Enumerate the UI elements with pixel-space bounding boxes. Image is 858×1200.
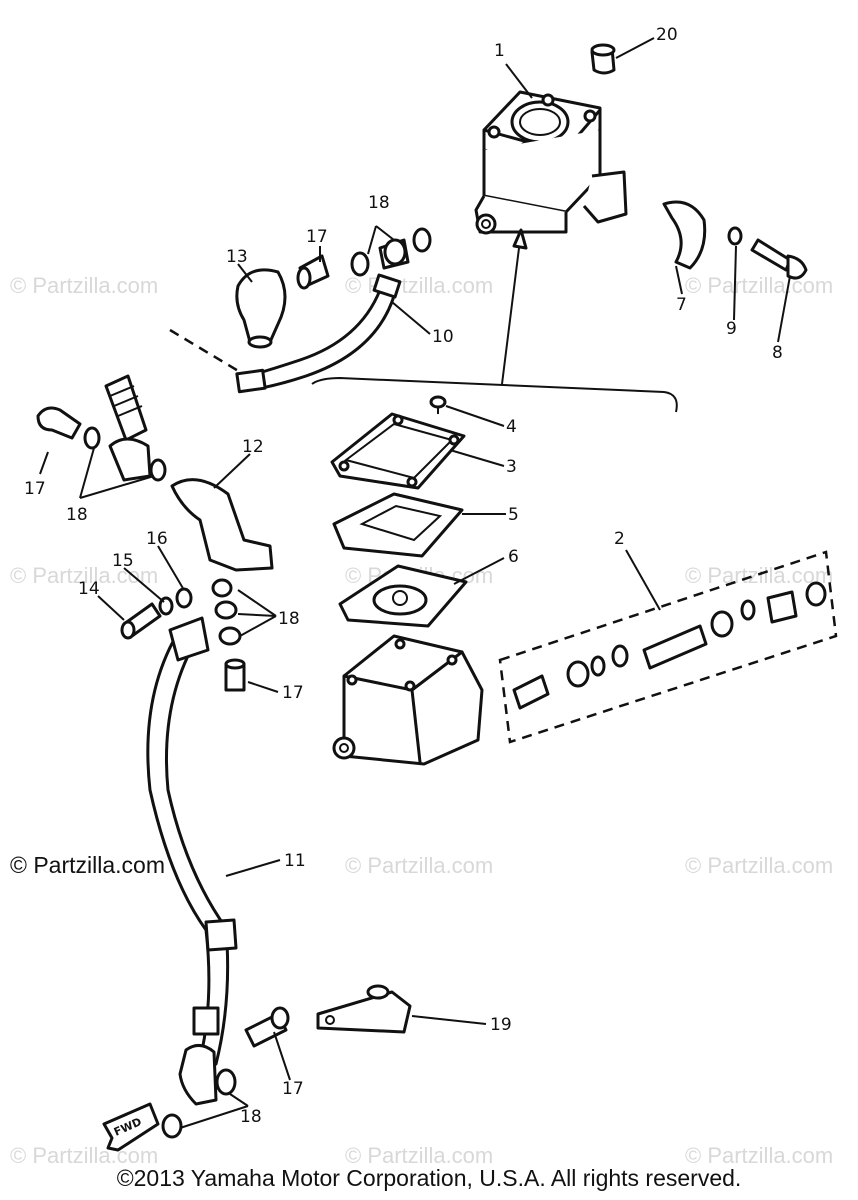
copyright-notice: ©2013 Yamaha Motor Corporation, U.S.A. A… (116, 1165, 742, 1191)
callout-13: 13 (226, 247, 248, 267)
part-19-switch-arm (316, 984, 412, 1034)
part-1-master-cylinder-exploded (332, 634, 484, 766)
callout-12: 12 (242, 437, 264, 457)
part-12-fitting (170, 478, 274, 572)
callout-20: 20 (656, 25, 678, 45)
part-8-bolt (750, 238, 808, 280)
callout-17-lower: 17 (282, 1079, 304, 1099)
watermark: © Partzilla.com (345, 853, 493, 878)
part-17-bolt-lower (244, 1006, 290, 1048)
watermark: © Partzilla.com (10, 273, 158, 298)
part-1-master-cylinder (474, 90, 628, 235)
part-17-bolt-mid (224, 658, 246, 692)
watermark: © Partzilla.com (345, 273, 493, 298)
part-18-washers-mid (211, 578, 242, 646)
callout-14: 14 (78, 579, 100, 599)
part-7-clamp (662, 200, 707, 270)
callout-17-left: 17 (24, 479, 46, 499)
part-16-grommet (175, 587, 193, 609)
part-2-piston-kit (498, 550, 838, 744)
leader-lines (39, 37, 791, 1129)
watermark: © Partzilla.com (685, 1143, 833, 1168)
assembly-bracket (311, 228, 678, 413)
part-9-washer (727, 226, 743, 246)
part-18-washers-upper (350, 227, 432, 277)
part-3-cap (330, 412, 466, 490)
part-6-diaphragm (338, 564, 468, 628)
callout-1: 1 (494, 41, 505, 61)
watermark: © Partzilla.com (345, 0, 493, 3)
callout-3: 3 (506, 457, 517, 477)
part-18-washers-lower (161, 1068, 237, 1139)
part-10-hose (169, 273, 402, 394)
callout-17-upper: 17 (306, 227, 328, 247)
part-20-cap (590, 43, 616, 75)
callout-5: 5 (508, 505, 519, 525)
callout-15: 15 (112, 551, 134, 571)
part-17-bolt-left (36, 406, 82, 440)
watermark: © Partzilla.com (10, 1143, 158, 1168)
callout-9: 9 (726, 319, 737, 339)
part-5-diaphragm-plate (332, 492, 464, 558)
callout-11: 11 (284, 851, 306, 871)
callout-18-lower: 18 (240, 1107, 262, 1127)
callout-19: 19 (490, 1015, 512, 1035)
watermark: © Partzilla.com (685, 0, 833, 3)
watermark: © Partzilla.com (345, 1143, 493, 1168)
callout-8: 8 (772, 343, 783, 363)
callout-2: 2 (614, 529, 625, 549)
callout-18-left: 18 (66, 505, 88, 525)
part-14-bolt (120, 602, 162, 640)
callout-4: 4 (506, 417, 517, 437)
callout-17-mid: 17 (282, 683, 304, 703)
part-4-screw (429, 395, 447, 414)
part-11-brake-hose (146, 616, 238, 1106)
switch-banjo (104, 374, 152, 482)
callout-7: 7 (676, 295, 687, 315)
fwd-arrow: FWD (102, 1102, 160, 1152)
callout-10: 10 (432, 327, 454, 347)
part-17-bolt-upper (296, 254, 330, 290)
callout-18-upper: 18 (368, 193, 390, 213)
part-13-boot (235, 268, 287, 349)
watermark: © Partzilla.com (685, 853, 833, 878)
watermark: © Partzilla.com (685, 273, 833, 298)
callout-18-mid: 18 (278, 609, 300, 629)
callout-numbers: 1 2 3 4 5 6 7 8 9 10 11 12 13 14 15 16 1… (24, 25, 783, 1127)
callout-6: 6 (508, 547, 519, 567)
watermark-main: © Partzilla.com (10, 852, 165, 878)
watermark: © Partzilla.com (685, 563, 833, 588)
watermark: © Partzilla.com (10, 0, 158, 3)
callout-16: 16 (146, 529, 168, 549)
